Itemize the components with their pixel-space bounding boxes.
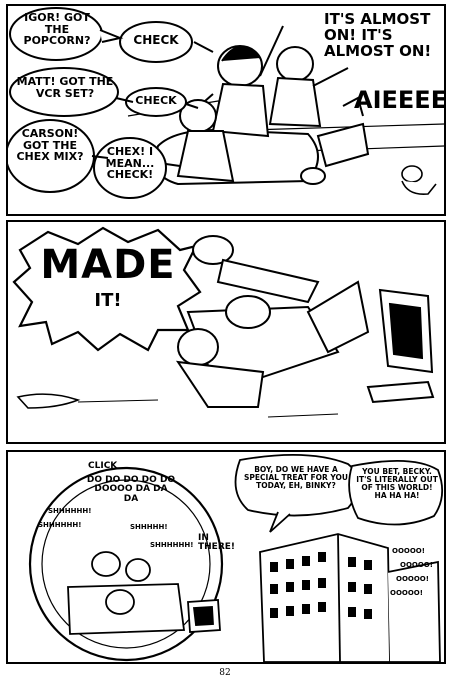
shush-4: SHHHHHH!: [150, 541, 194, 549]
shush-1: SHHHHHH!: [48, 507, 92, 515]
page-number: 82: [219, 668, 231, 678]
panel-1-artwork: [8, 7, 444, 199]
audience-oooo-2: OOOOO!: [400, 561, 433, 569]
becky-speech: BOY, DO WE HAVE A SPECIAL TREAT FOR YOU …: [244, 465, 348, 490]
click-sfx: CLICK: [88, 461, 118, 471]
aieee-shout: AIEEEE!: [354, 86, 446, 114]
panel-3-artwork: [28, 453, 444, 662]
shush-2: SHHHHHH!: [38, 521, 82, 529]
check-speech-2: CHECK: [135, 94, 177, 107]
made-shout: MADE: [40, 242, 176, 288]
carson-speech: CARSON! GOT THE CHEX MIX?: [16, 127, 84, 164]
almost-on-shout: IT'S ALMOST ON! IT'S ALMOST ON!: [324, 10, 432, 60]
chex-speech: CHEX! I MEAN... CHECK!: [105, 145, 155, 182]
it-shout: IT!: [94, 290, 122, 311]
theme-music-sfx: DO DO DO DO DO DOOOO DA DA DA: [86, 475, 176, 504]
check-speech-1: CHECK: [133, 33, 179, 47]
panel-1: IGOR! GOT THE POPCORN? CHECK MATT! GOT T…: [6, 4, 446, 216]
audience-oooo-1: OOOOO!: [392, 547, 425, 555]
matt-speech: MATT! GOT THE VCR SET?: [16, 75, 114, 100]
in-there-shout: IN THERE!: [198, 533, 236, 553]
panel-2-artwork: [12, 226, 435, 418]
igor-speech: IGOR! GOT THE POPCORN?: [23, 11, 91, 48]
audience-oooo-3: OOOOO!: [396, 575, 429, 583]
panel-3: CLICK DO DO DO DO DO DOOOO DA DA DA SHHH…: [6, 450, 446, 664]
binky-speech: YOU BET, BECKY. IT'S LITERALLY OUT OF TH…: [356, 467, 438, 500]
panel-2: MADE IT!: [6, 220, 446, 444]
audience-oooo-4: OOOOO!: [390, 589, 423, 597]
shush-3: SHHHHH!: [130, 523, 168, 531]
